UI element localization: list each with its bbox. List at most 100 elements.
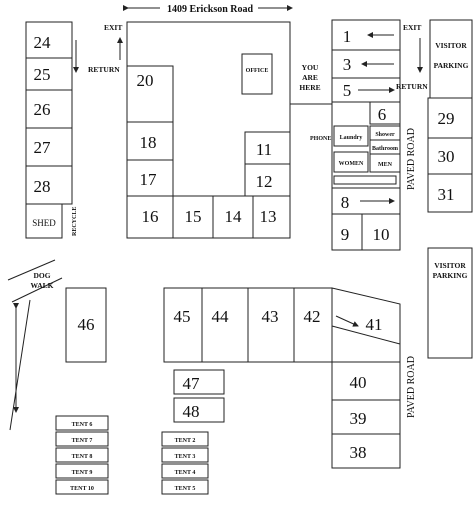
- site-41-divider: [331, 325, 401, 345]
- dog-walk-label-1: DOG: [33, 271, 50, 280]
- site-30-label: 30: [438, 147, 455, 166]
- tent-10[interactable]: [55, 479, 109, 495]
- you-are-here-1: YOU: [302, 63, 319, 72]
- site-10-label: 10: [373, 225, 390, 244]
- site-27-label: 27: [34, 138, 52, 157]
- site-41-arrow: [335, 315, 359, 327]
- site-15-label: 15: [185, 207, 202, 226]
- site-31-label: 31: [438, 185, 455, 204]
- site-46[interactable]: [65, 287, 107, 363]
- site-26[interactable]: [25, 89, 73, 129]
- site-20[interactable]: [126, 65, 174, 123]
- site-31[interactable]: [427, 173, 473, 213]
- paved-road-top: PAVED ROAD: [406, 128, 417, 190]
- tent-6[interactable]: [55, 415, 109, 431]
- site-43[interactable]: [247, 287, 295, 363]
- recycle-label: RECYCLE: [72, 207, 78, 236]
- site-40-label: 40: [350, 373, 367, 392]
- site-42-label: 42: [304, 307, 321, 326]
- site-18[interactable]: [126, 121, 174, 161]
- visitor-parking-right: [427, 247, 473, 359]
- site-30[interactable]: [427, 137, 473, 175]
- site-24[interactable]: [25, 21, 73, 59]
- you-are-here-3: HERE: [299, 83, 320, 92]
- site-41-label: 41: [366, 315, 383, 334]
- site-17-label: 17: [140, 170, 158, 189]
- site-13[interactable]: [252, 195, 291, 239]
- visitor-parking-top: [429, 19, 473, 99]
- tent-2-label: TENT 2: [175, 438, 196, 444]
- site-11[interactable]: [244, 131, 291, 165]
- site-38[interactable]: [331, 433, 401, 469]
- site-28[interactable]: [25, 165, 73, 205]
- site-38-label: 38: [350, 443, 367, 462]
- tent-8[interactable]: [55, 447, 109, 463]
- site-5-label: 5: [343, 81, 352, 100]
- site-45[interactable]: [163, 287, 203, 363]
- tent-5-label: TENT 5: [175, 486, 196, 492]
- paved-road-bottom: PAVED ROAD: [406, 356, 417, 418]
- tent-9[interactable]: [55, 463, 109, 479]
- you-are-here-2: ARE: [302, 73, 318, 82]
- site-47[interactable]: [173, 369, 225, 395]
- tent-9-label: TENT 9: [72, 470, 93, 476]
- return-left-label: RETURN: [88, 65, 120, 74]
- site-20-label: 20: [137, 71, 154, 90]
- dog-walk-label-2: WALK: [31, 281, 54, 290]
- visitor-parking-top-2: PARKING: [434, 61, 469, 70]
- site-43-label: 43: [262, 307, 279, 326]
- site-8-label: 8: [341, 193, 350, 212]
- site-1-label: 1: [343, 27, 352, 46]
- site-44-label: 44: [212, 307, 230, 326]
- tent-3[interactable]: [161, 447, 209, 463]
- site-12[interactable]: [244, 163, 291, 197]
- site-16-label: 16: [142, 207, 159, 226]
- site-29[interactable]: [427, 97, 473, 139]
- site-28-label: 28: [34, 177, 51, 196]
- site-10[interactable]: [361, 213, 401, 251]
- tent-4-label: TENT 4: [175, 470, 196, 476]
- shed-label: SHED: [32, 218, 56, 228]
- return-right-label: RETURN: [396, 82, 428, 91]
- men-label: MEN: [378, 162, 393, 168]
- exit-right-label: EXIT: [403, 23, 421, 32]
- women: [333, 151, 369, 173]
- site-26-label: 26: [34, 100, 51, 119]
- office-label: OFFICE: [246, 68, 269, 74]
- dog-walk-line-3: [9, 299, 31, 431]
- site-42[interactable]: [293, 287, 333, 363]
- phone-label: PHONE: [310, 136, 331, 142]
- office: [241, 53, 273, 95]
- site-18-label: 18: [140, 133, 157, 152]
- tent-7[interactable]: [55, 431, 109, 447]
- site-14[interactable]: [212, 195, 254, 239]
- laundry-label: Laundry: [340, 135, 363, 141]
- tent-5[interactable]: [161, 479, 209, 495]
- site-40[interactable]: [331, 361, 401, 401]
- site-16[interactable]: [126, 195, 174, 239]
- road-name: 1409 Erickson Road: [167, 4, 254, 15]
- site-24-label: 24: [34, 33, 52, 52]
- site-15[interactable]: [172, 195, 214, 239]
- tent-10-label: TENT 10: [70, 486, 94, 492]
- site-6[interactable]: [369, 101, 401, 125]
- visitor-parking-right-2: PARKING: [433, 271, 468, 280]
- site-44[interactable]: [201, 287, 249, 363]
- site-39[interactable]: [331, 399, 401, 435]
- bathroom-label: Bathroom: [372, 146, 398, 152]
- site-9[interactable]: [331, 213, 363, 251]
- laundry: [333, 125, 369, 147]
- dog-walk-line-1: [7, 259, 56, 281]
- tent-2[interactable]: [161, 431, 209, 447]
- site-27[interactable]: [25, 127, 73, 167]
- site-46-label: 46: [78, 315, 95, 334]
- tent-4[interactable]: [161, 463, 209, 479]
- site-48[interactable]: [173, 397, 225, 423]
- shower-label: Shower: [375, 132, 395, 138]
- visitor-parking-top-1: VISITOR: [435, 41, 467, 50]
- site-25-label: 25: [34, 65, 51, 84]
- tent-6-label: TENT 6: [72, 422, 93, 428]
- shed: [25, 203, 63, 239]
